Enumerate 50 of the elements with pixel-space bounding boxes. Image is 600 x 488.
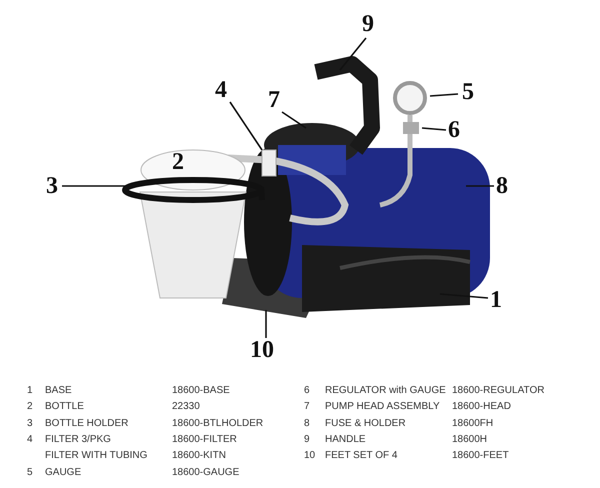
table-cell: BOTTLE [45, 401, 84, 414]
table-cell: 9 [304, 434, 310, 446]
callout-number: 2 [172, 150, 184, 174]
table-cell: 10 [304, 450, 316, 462]
table-cell: 18600-BASE [172, 385, 230, 397]
callout-number: 9 [362, 12, 374, 36]
table-cell: 6 [304, 385, 310, 397]
leader-line [430, 93, 458, 97]
table-cell: FUSE & HOLDER [325, 418, 406, 430]
leader-line [282, 111, 306, 129]
callout-number: 6 [448, 118, 460, 142]
table-cell: 3 [27, 418, 33, 430]
table-cell: BOTTLE HOLDER [45, 418, 128, 430]
table-cell: 4 [27, 434, 33, 446]
callout-number: 10 [250, 338, 274, 362]
table-cell: REGULATOR with GAUGE [325, 385, 446, 397]
callout-number: 5 [462, 80, 474, 104]
callout-number: 8 [496, 174, 508, 198]
table-cell: GAUGE [45, 466, 82, 478]
table-cell: 18600FH [452, 418, 494, 430]
leader-line [440, 293, 488, 299]
table-cell: 7 [304, 401, 310, 414]
table-cell: 18600H [452, 434, 488, 446]
table-cell: FILTER 3/PKG [45, 434, 111, 446]
leader-line [265, 310, 267, 338]
table-cell: FILTER WITH TUBING [45, 450, 148, 462]
leader-line [422, 127, 446, 131]
table-cell: 22330 [172, 401, 200, 414]
leader-line [62, 185, 126, 187]
callout-number: 4 [215, 78, 227, 102]
leader-line [229, 102, 263, 150]
table-cell: 8 [304, 418, 310, 430]
table-cell: BASE [45, 385, 72, 397]
table-cell: FEET SET OF 4 [325, 450, 398, 462]
table-cell: 18600-KITN [172, 450, 226, 462]
table-cell: 18600-HEAD [452, 401, 511, 414]
table-cell: 5 [27, 466, 33, 478]
table-cell: PUMP HEAD ASSEMBLY [325, 401, 440, 414]
table-cell: 18600-GAUGE [172, 466, 240, 478]
callout-number: 3 [46, 174, 58, 198]
table-cell: 18600-BTLHOLDER [172, 418, 264, 430]
callout-number: 1 [490, 288, 502, 312]
callout-number: 7 [268, 88, 280, 112]
table-cell: 1 [27, 385, 33, 397]
table-cell: 18600-REGULATOR [452, 385, 544, 397]
table-cell: 2 [27, 401, 33, 414]
table-cell: 18600-FEET [452, 450, 509, 462]
table-cell: HANDLE [325, 434, 366, 446]
table-cell: 18600-FILTER [172, 434, 237, 446]
leader-line [339, 38, 367, 70]
